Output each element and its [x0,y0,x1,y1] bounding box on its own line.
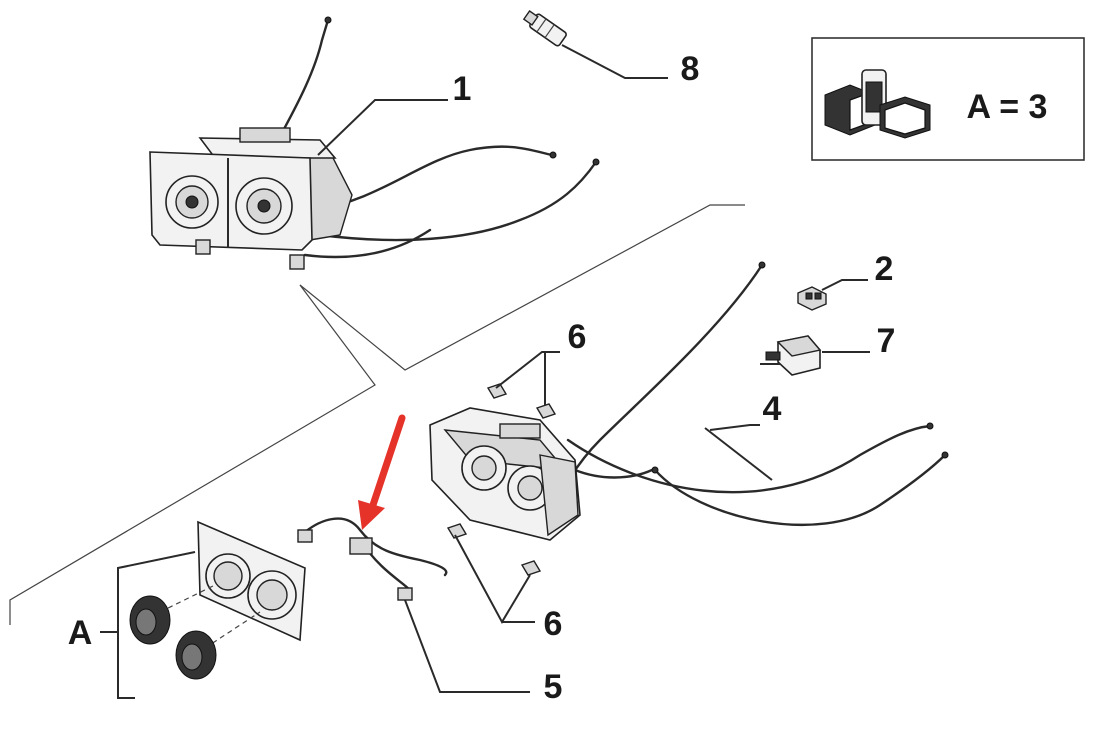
callout-2-label: 4 [763,390,782,428]
callout-6-bottom-label: 6 [544,605,563,643]
red-arrow-icon [358,414,406,530]
callout-8-label: 8 [681,50,700,88]
package-icon [824,69,931,139]
callout-6-bottom: 6 [454,534,563,643]
knob-left [129,595,171,645]
callout-1: 1 [317,70,472,156]
control-unit-assembly [149,16,600,270]
wiring-harness [297,517,448,601]
bezel-and-knobs-group [129,520,306,680]
retainer-clips-top [486,383,557,419]
switch-part [760,335,822,376]
callout-7: 7 [822,322,895,360]
group-a-label: A [68,614,93,652]
callout-8: 8 [561,44,700,88]
knob-right [175,630,217,680]
callout-7-label: 7 [877,322,896,360]
control-housing [429,407,581,541]
callout-5: 5 [404,599,563,706]
callout-4: 2 [821,250,894,291]
perspective-guide-lines [9,204,745,625]
bulb-part [522,10,567,47]
retainer-clips-bottom [446,523,542,576]
callout-6-top: 6 [495,318,587,405]
kit-quantity-box: A = 3 [811,37,1085,161]
callout-4-label: 2 [875,250,894,288]
kit-quantity-text: A = 3 [967,88,1048,126]
callout-5-label: 5 [544,668,563,706]
control-cables [566,261,949,527]
callout-6-top-label: 6 [568,318,587,356]
clip-part [797,286,827,311]
callout-2: 4 [704,390,782,481]
callout-1-label: 1 [453,70,472,108]
group-a-bracket: A [68,551,196,699]
